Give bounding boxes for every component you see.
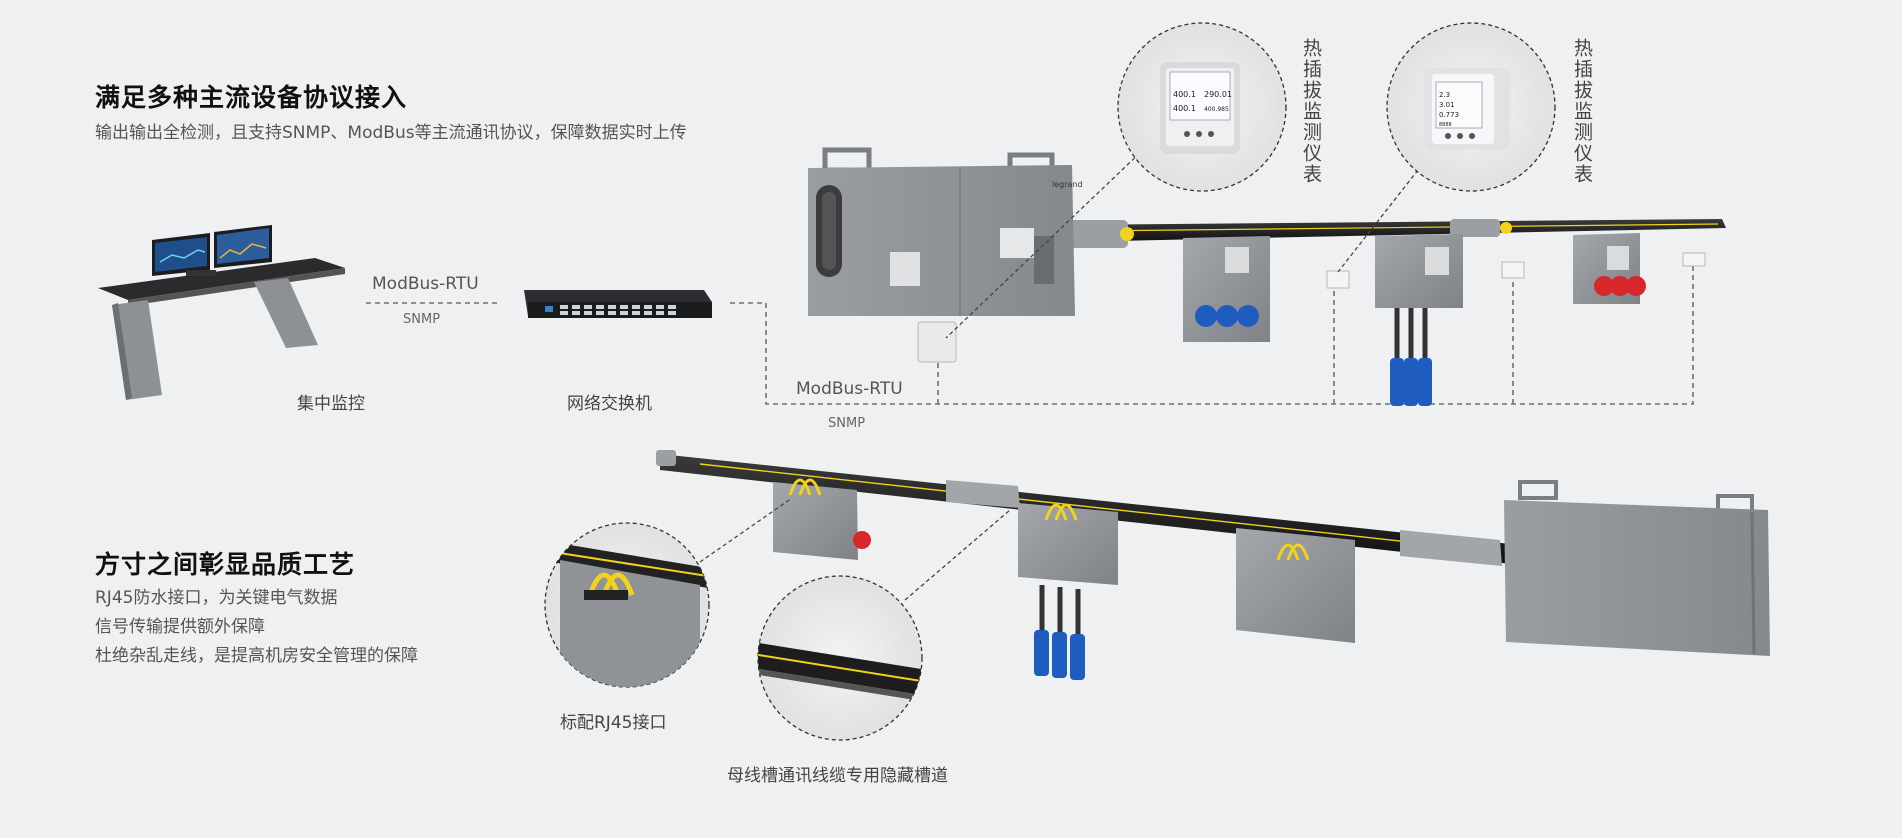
section1-desc: 输出输出全检测，且支持SNMP、ModBus等主流通讯协议，保障数据实时上传 [95,123,687,143]
svg-text:legrand: legrand [1052,180,1083,189]
svg-text:400.1: 400.1 [1173,104,1196,113]
hotplug-label-2: 热插拔监测仪表 [1571,38,1593,185]
switch-label: 网络交换机 [567,394,652,414]
section1-title: 满足多种主流设备协议接入 [95,83,408,112]
top-busway-illustration: legrand [808,147,1726,406]
section2-line-2: 信号传输提供额外保障 [95,617,265,637]
network-connection-lines [366,262,1694,405]
svg-text:0.773: 0.773 [1439,111,1459,119]
svg-text:400.985: 400.985 [1204,106,1229,113]
section2-title: 方寸之间彰显品质工艺 [95,550,356,579]
svg-text:3.01: 3.01 [1439,101,1455,109]
rj45-label: 标配RJ45接口 [560,713,667,733]
protocol-link1-sub: SNMP [403,312,441,327]
meter-callout-2: 2.3 3.01 0.773 8888 [1337,22,1556,273]
bottom-busway-illustration [656,450,1770,680]
hidden-channel-callout [757,509,1011,741]
protocol-link2-sub: SNMP [828,416,866,431]
monitoring-label: 集中监控 [297,394,365,414]
network-switch-illustration [524,290,712,318]
svg-text:400.1: 400.1 [1173,90,1196,99]
svg-text:2.3: 2.3 [1439,91,1450,99]
svg-text:8888: 8888 [1439,122,1452,128]
rj45-callout [544,497,793,688]
protocol-link1-main: ModBus-RTU [372,274,479,294]
hotplug-label-1: 热插拔监测仪表 [1300,38,1322,185]
monitoring-desk-illustration [98,225,345,400]
meter-callout-1: 400.1 290.01 400.1 400.985 [945,22,1287,339]
section2-line-3: 杜绝杂乱走线，是提高机房安全管理的保障 [95,646,418,666]
svg-text:290.01: 290.01 [1204,90,1232,99]
section2-line-1: RJ45防水接口，为关键电气数据 [95,588,338,608]
hidden-channel-label: 母线槽通讯线缆专用隐藏槽道 [727,766,948,786]
protocol-link2-main: ModBus-RTU [796,379,903,399]
